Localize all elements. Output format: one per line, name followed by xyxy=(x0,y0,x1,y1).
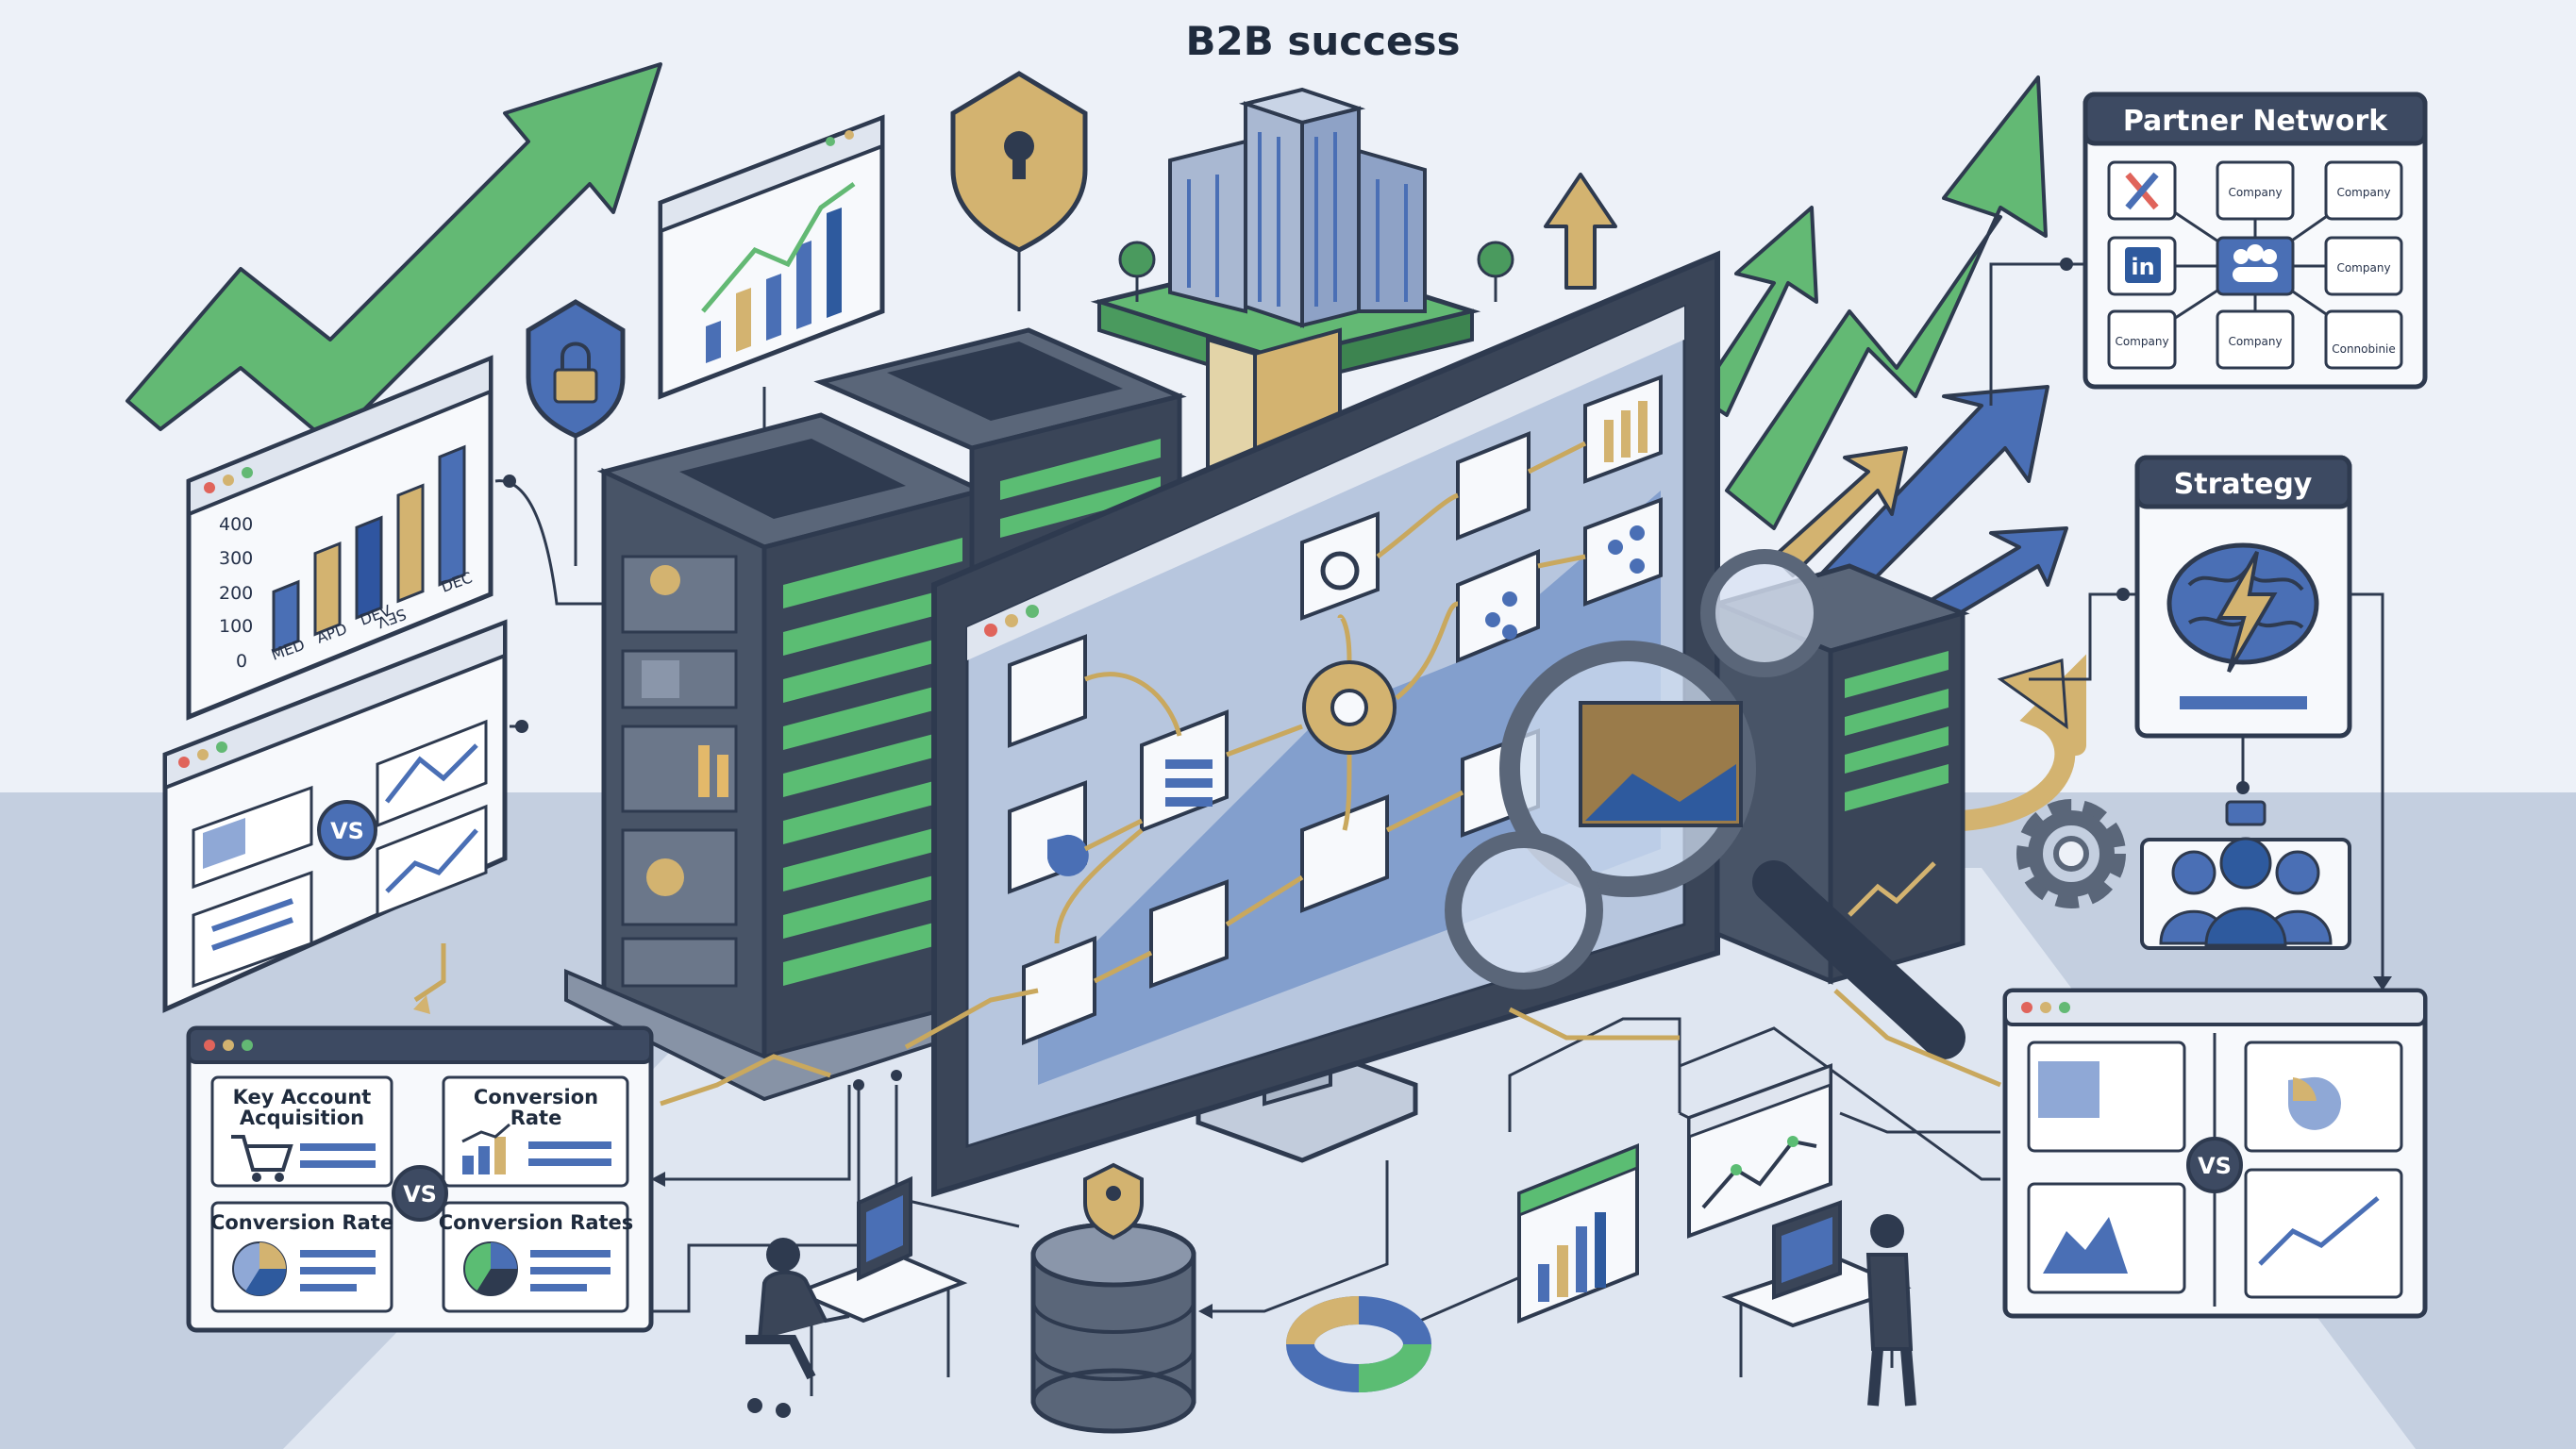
team-icon xyxy=(2140,800,2351,950)
linkedin-icon: in xyxy=(2125,247,2161,283)
mini-bar-window xyxy=(1517,1143,1639,1324)
partner-tile-5: Company xyxy=(2228,335,2282,348)
server-rack-main xyxy=(564,412,989,1102)
kpi-card-conversion-rate-line2: Rate xyxy=(510,1107,562,1129)
kpi-card-conversion-rate-2: Conversion Rate xyxy=(210,1211,393,1234)
bar-dec xyxy=(438,444,466,587)
gear-icon xyxy=(2016,799,2126,908)
worker-left-icon xyxy=(745,1175,968,1418)
strategy-title: Strategy xyxy=(2174,468,2313,501)
partner-tile-1: Company xyxy=(2228,186,2282,199)
svg-text:in: in xyxy=(2131,254,2154,280)
partner-tile-3: Company xyxy=(2336,261,2390,275)
pie-icon-2 xyxy=(463,1241,518,1296)
bar-chart-y-ticks: 0 100 200 300 400 xyxy=(219,514,253,672)
cart-icon xyxy=(231,1135,293,1182)
bar-sev xyxy=(396,483,425,604)
floor-connectors xyxy=(413,943,2001,1323)
group-icon xyxy=(2233,244,2278,282)
y-tick-400: 400 xyxy=(219,514,253,535)
pie-icon xyxy=(232,1241,287,1296)
line-chart-window xyxy=(658,114,885,453)
database-icon xyxy=(1030,1162,1196,1434)
y-tick-0: 0 xyxy=(236,651,247,672)
partner-network-panel: Partner Network Company Company in xyxy=(1989,92,2428,406)
kpi-card-key-account-line1: Key Account xyxy=(233,1086,372,1108)
bar-chart-window: 0 100 200 300 400 MED APD DEV SEV DEC xyxy=(186,355,604,721)
partner-tile-6: Connobinie xyxy=(2332,342,2396,356)
y-tick-300: 300 xyxy=(219,548,253,569)
growth-arrow-left xyxy=(125,62,662,445)
kpi-panel-vs: VS xyxy=(403,1181,437,1208)
mini-line-window xyxy=(1687,1063,1832,1239)
comparison-window-left: VS xyxy=(162,619,528,1013)
worker-right-icon xyxy=(1721,1200,1916,1407)
kpi-card-conversion-rate-line1: Conversion xyxy=(474,1086,598,1108)
kpi-card-key-account-line2: Acquisition xyxy=(240,1107,364,1129)
magnifier-large-icon xyxy=(1499,641,1965,1059)
partner-network-title: Partner Network xyxy=(2123,105,2388,138)
diagram-title: B2B success xyxy=(1185,18,1460,64)
kpi-card-conversion-rates: Conversion Rates xyxy=(439,1211,634,1234)
brain-lightning-icon xyxy=(2166,542,2319,674)
partner-tile-4: Company xyxy=(2115,335,2168,348)
bar-apd xyxy=(313,541,342,637)
magnifier-small-icon xyxy=(1445,549,1829,990)
bar-med xyxy=(272,579,300,654)
donut-chart-icon xyxy=(1286,1296,1431,1392)
up-arrow-gold xyxy=(1544,173,1617,290)
bar-chart-bars xyxy=(272,444,466,654)
strategy-panel: Strategy xyxy=(2029,455,2392,991)
y-tick-200: 200 xyxy=(219,583,253,604)
shield-padlock-icon xyxy=(526,299,626,566)
comparison-left-vs: VS xyxy=(330,818,364,844)
y-tick-100: 100 xyxy=(219,616,253,637)
comparison-right-vs: VS xyxy=(2198,1153,2232,1179)
shield-lock-icon-top xyxy=(950,71,1088,311)
office-building-icon xyxy=(1090,87,1514,531)
comparison-window-right: VS xyxy=(2002,988,2428,1319)
partner-tile-2: Company xyxy=(2336,186,2390,199)
bar-dev xyxy=(355,515,383,621)
x-logo-icon xyxy=(2125,172,2159,210)
mini-bar-icon xyxy=(461,1123,510,1174)
kpi-panel: Key Account Acquisition Conversion Rate … xyxy=(186,1025,654,1333)
